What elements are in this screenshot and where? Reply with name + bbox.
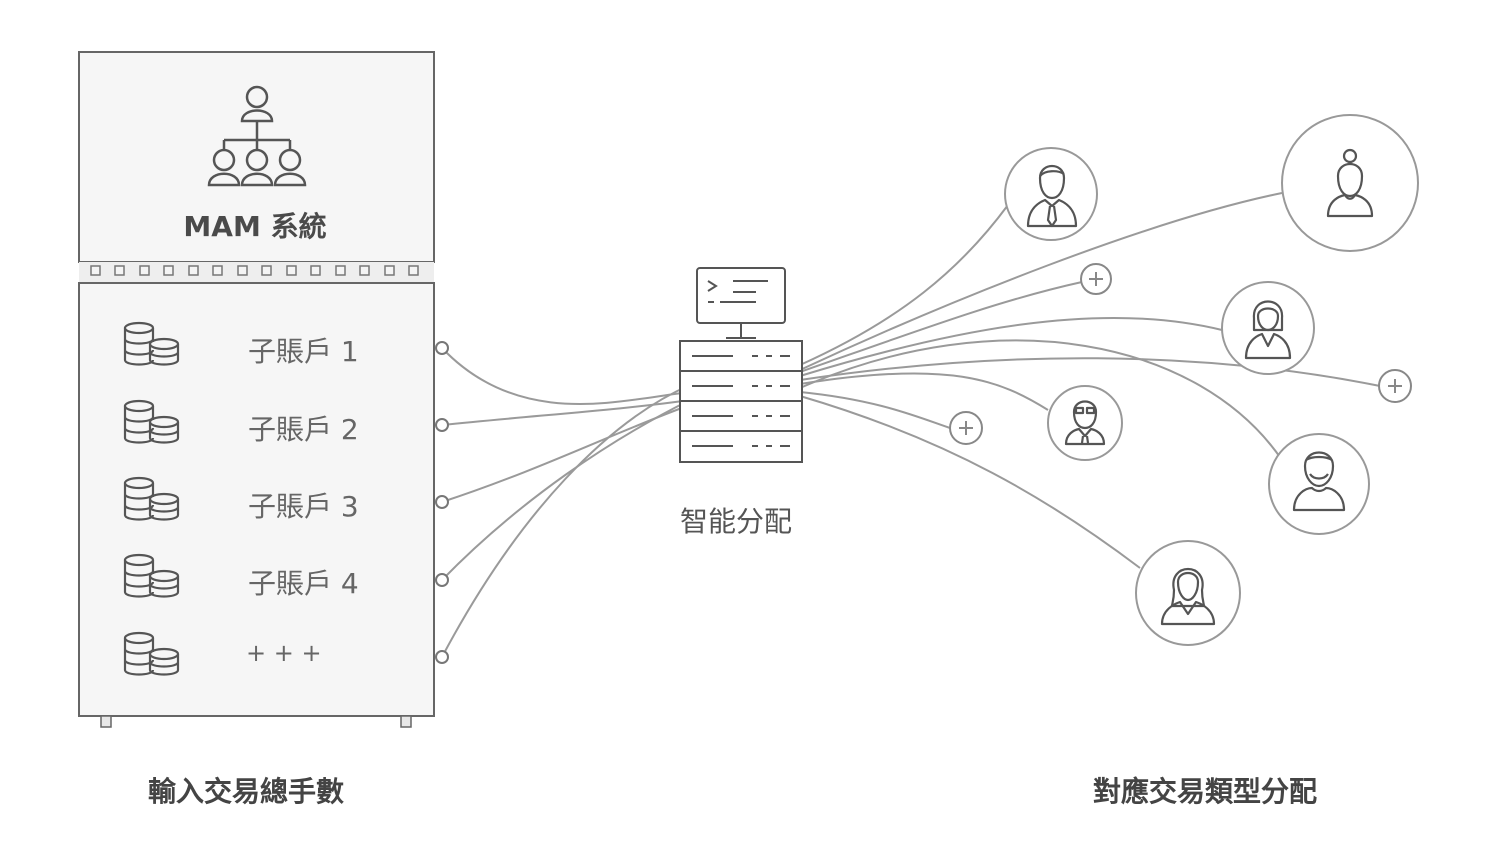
connection-node — [435, 418, 449, 432]
org-chart-icon — [207, 85, 307, 187]
connection-node — [435, 341, 449, 355]
plus-node-icon — [949, 411, 983, 445]
man-glasses-icon — [1064, 400, 1106, 446]
connector-strip — [79, 262, 434, 282]
coin-stack-icon — [123, 399, 180, 444]
box-foot-right — [400, 715, 412, 728]
coin-stack-icon — [123, 476, 180, 521]
connection-node — [435, 495, 449, 509]
plus-node-icon — [1378, 369, 1412, 403]
sub-account-label: 子賬戶 4 — [248, 567, 359, 600]
server-rack-icon — [679, 340, 803, 463]
person-circle — [1221, 281, 1315, 375]
terminal-monitor-icon — [696, 267, 786, 339]
sub-account-label: 子賬戶 3 — [248, 490, 359, 523]
connection-node — [435, 650, 449, 664]
sub-account-more-label: + + + — [246, 639, 322, 667]
woman-wavy-hair-icon — [1160, 567, 1216, 626]
left-caption: 輸入交易總手數 — [148, 775, 345, 808]
coin-stack-icon — [123, 631, 180, 676]
mam-system-title: MAM 系統 — [183, 210, 327, 243]
woman-long-hair-icon — [1244, 300, 1292, 360]
person-circle — [1047, 385, 1123, 461]
coin-stack-icon — [123, 553, 180, 598]
person-circle — [1281, 114, 1419, 252]
bearded-man-icon — [1292, 451, 1346, 512]
sub-account-label: 子賬戶 2 — [248, 413, 359, 446]
woman-bun-icon — [1326, 148, 1374, 218]
right-caption: 對應交易類型分配 — [1093, 775, 1318, 808]
person-circle — [1135, 540, 1241, 646]
connection-node — [435, 573, 449, 587]
sub-account-label: 子賬戶 1 — [248, 335, 359, 368]
plus-node-icon — [1080, 263, 1112, 295]
businessman-icon — [1026, 164, 1078, 228]
output-connection-lines — [799, 192, 1381, 569]
server-label: 智能分配 — [680, 505, 793, 538]
coin-stack-icon — [123, 321, 180, 366]
input-connection-lines — [441, 347, 691, 658]
person-circle — [1268, 433, 1370, 535]
box-foot-left — [100, 715, 112, 728]
